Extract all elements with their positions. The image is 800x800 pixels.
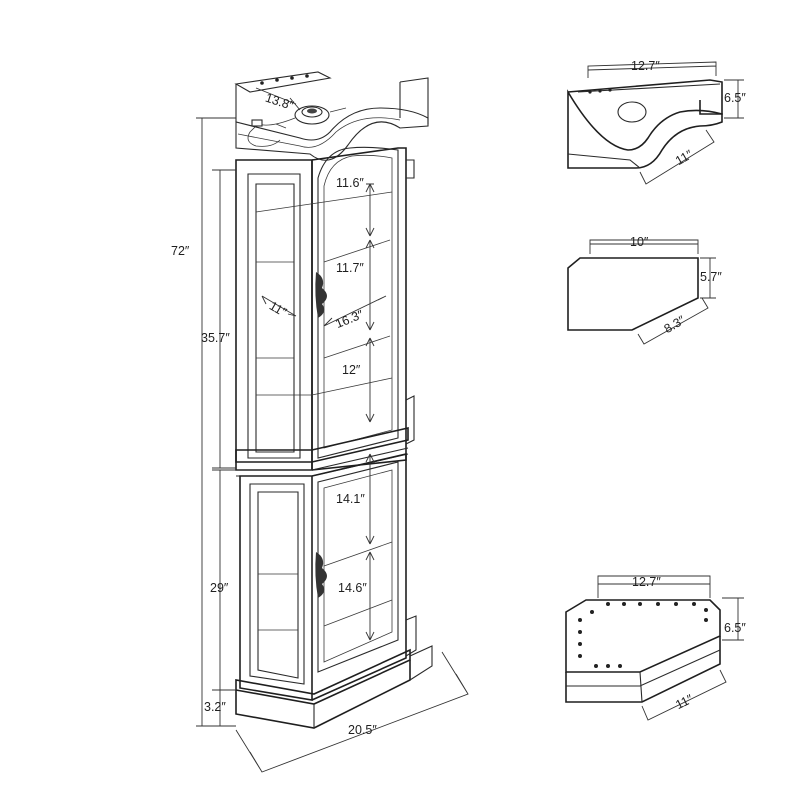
light-cord [247,117,296,147]
interior-dimension-lines: 11.6″ 11.7″ 12″ 11″ 16.3″ 14.1″ 14.6″ [261,176,387,641]
upper-shelf-spacing-2-label: 11.7″ [336,261,364,275]
upper-shelf-spacing-3-label: 12″ [342,363,361,377]
light-cord-label: 13.8″ [264,91,296,113]
lower-section-height-label: 29″ [210,581,229,595]
base-mounting-holes [578,602,708,668]
waist-molding [235,426,409,463]
lower-shelf-spacing-2-label: 14.6″ [338,581,367,595]
shelf-width-label: 10″ [630,235,649,249]
top-crown-detail: 12.7″ 6.5″ 11″ [567,59,746,185]
main-dimension-lines: 72″ 35.7″ 29″ 3.2″ 20.5″ [171,117,469,773]
lower-glass-door [317,461,399,673]
crown-height-label: 6.5″ [724,91,746,105]
upper-glass-door [317,146,399,459]
lower-cabinet-frame [239,452,407,701]
lower-shelf-spacing-1-label: 14.1″ [336,492,365,506]
crown-width-label: 12.7″ [631,59,660,73]
light-cutout-icon [617,101,647,123]
crown-mounting-holes [588,88,612,94]
crown-molding [235,107,429,161]
upper-left-side-glass [247,173,301,459]
upper-section-height-label: 35.7″ [201,331,230,345]
top-back-panel [235,77,429,124]
shelf-diagonal-label: 8.3″ [662,313,688,336]
base-top-outline [565,599,721,673]
upper-door-handle-icon [315,272,327,318]
shelf-side-label: 5.7″ [700,270,722,284]
upper-shelf-2 [256,335,391,359]
lower-shelf-1 [258,541,393,575]
light-puck-icon [294,105,330,125]
cabinet-width-label: 20.5″ [348,723,377,737]
glass-shelf-detail: 10″ 5.7″ 8.3″ [567,235,722,345]
upper-cabinet-frame [235,159,313,471]
upper-shelf-1 [256,239,391,263]
power-switch-icon [251,119,263,127]
shelf-depth-label: 11″ [267,299,290,320]
lower-door-handle-icon [315,552,327,598]
top-light-plate [234,71,332,93]
base-height-label: 3.2″ [204,700,226,714]
base-width-label: 12.7″ [632,575,661,589]
total-height-label: 72″ [171,244,190,258]
crown-piece-outline [567,89,723,169]
glass-shelf-outline [567,257,699,331]
corner-curio-cabinet: 13.8″ [234,71,433,729]
upper-shelf-spacing-1-label: 11.6″ [336,176,364,190]
base-depth-label: 11″ [673,692,695,712]
base-detail: 12.7″ 6.5″ 11″ [565,575,746,721]
mounting-holes [260,74,309,85]
lower-left-side-glass [249,483,305,685]
shelf-diagonal-label: 16.3″ [333,307,365,331]
base-height-label: 6.5″ [724,621,746,635]
